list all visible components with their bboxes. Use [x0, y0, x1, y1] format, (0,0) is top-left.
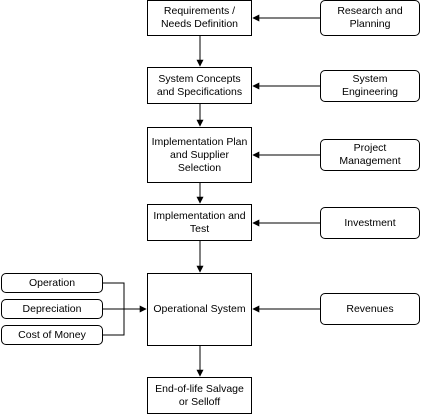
box-cost-of-money: Cost of Money: [1, 325, 103, 345]
box-project-management: Project Management: [320, 139, 420, 171]
box-operation: Operation: [1, 273, 103, 293]
box-requirements: Requirements / Needs Definition: [147, 0, 252, 36]
box-system-concepts: System Concepts and Specifications: [147, 67, 252, 104]
box-operational-system: Operational System: [147, 273, 252, 346]
box-investment: Investment: [320, 207, 420, 239]
box-depreciation: Depreciation: [1, 299, 103, 319]
box-end-of-life: End-of-life Salvage or Selloff: [147, 377, 252, 414]
box-revenues: Revenues: [320, 293, 420, 325]
box-implementation-plan: Implementation Plan and Supplier Selecti…: [147, 127, 252, 183]
connector-operation: [103, 282, 125, 309]
box-system-engineering: System Engineering: [320, 70, 420, 102]
box-implementation-test: Implementation and Test: [147, 204, 252, 241]
box-research-planning: Research and Planning: [320, 0, 420, 36]
connector-cost-of-money: [103, 309, 125, 336]
